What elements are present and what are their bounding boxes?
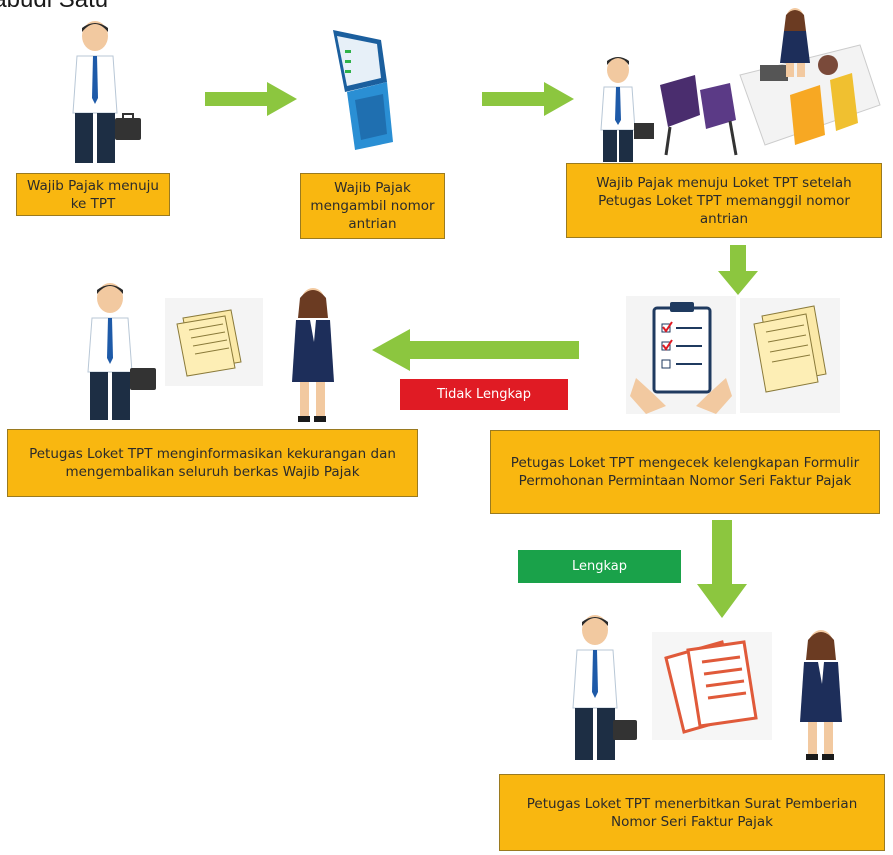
step-box-6: Petugas Loket TPT menerbitkan Surat Pemb… xyxy=(499,774,885,851)
arrow-left xyxy=(372,329,579,371)
taxpayer-man-icon xyxy=(72,21,141,163)
issued-letter-icon xyxy=(652,632,772,740)
step-box-1: Wajib Pajak menuju ke TPT xyxy=(16,173,170,216)
arrow-down-1 xyxy=(718,245,758,295)
taxpayer-man-icon-2 xyxy=(87,283,156,420)
step-box-2: Wajib Pajak mengambil nomor antrian xyxy=(300,173,445,239)
incomplete-label: Tidak Lengkap xyxy=(400,379,568,410)
step-box-4: Petugas Loket TPT mengecek kelengkapan F… xyxy=(490,430,880,514)
arrow-down-2 xyxy=(697,520,747,618)
header-text: labudi Satu xyxy=(0,0,108,14)
officer-woman-icon-2 xyxy=(800,630,842,760)
officer-woman-icon xyxy=(292,288,334,422)
office-counter-scene xyxy=(600,8,881,162)
step-box-5: Petugas Loket TPT menginformasikan kekur… xyxy=(7,429,418,497)
arrow-right-1 xyxy=(205,82,297,116)
step-box-3: Wajib Pajak menuju Loket TPT setelah Pet… xyxy=(566,163,882,238)
queue-kiosk-icon xyxy=(333,30,393,150)
documents-icon-2 xyxy=(740,298,840,413)
arrow-right-2 xyxy=(482,82,574,116)
complete-label: Lengkap xyxy=(518,550,681,583)
checklist-icon xyxy=(626,296,736,414)
taxpayer-man-icon-3 xyxy=(572,615,637,760)
documents-icon xyxy=(165,298,263,386)
